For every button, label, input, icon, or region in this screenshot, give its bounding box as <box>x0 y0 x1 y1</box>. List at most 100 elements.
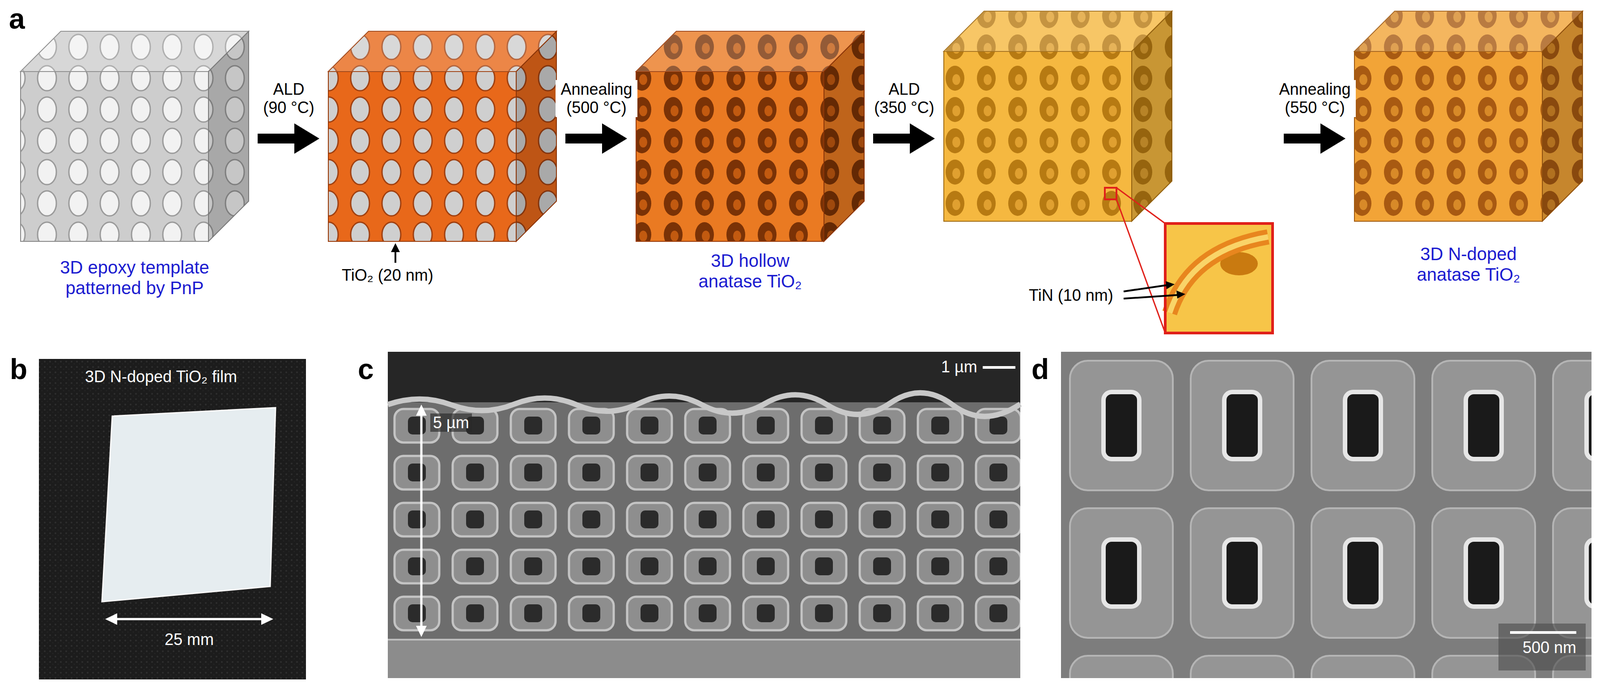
leader-line <box>394 250 397 264</box>
sem-ground <box>387 352 1021 679</box>
zoom-inset <box>1165 223 1273 334</box>
process-stage: TiO₂ (20 nm) <box>328 31 557 293</box>
sem-magnified <box>1061 352 1592 679</box>
sem-cross-section <box>387 352 1021 679</box>
arrowhead <box>909 123 935 154</box>
thickness-label-holder: 5 µm <box>430 413 472 433</box>
cube-face <box>1354 51 1543 222</box>
step-condition-holder: Annealing (500 °C) <box>555 80 638 118</box>
panel-letter: a <box>8 2 26 36</box>
leader-arrowhead <box>1165 281 1175 290</box>
n-doped-tio2-cube <box>1354 11 1583 222</box>
tio2-layer-band <box>1169 237 1269 314</box>
arrowhead <box>294 123 320 154</box>
tin-coated-cube <box>943 11 1172 222</box>
step-condition-holder: ALD (350 °C) <box>869 80 940 118</box>
process-stage: 3D N-doped anatase TiO₂ <box>1354 11 1583 293</box>
process-arrow <box>565 123 628 154</box>
scale-label: 1 µm <box>941 357 978 377</box>
inset-border <box>1165 223 1273 334</box>
dimension-line <box>114 618 265 621</box>
sem-interface <box>387 639 1021 641</box>
zoom-line <box>1116 199 1166 334</box>
cube-face <box>208 31 249 242</box>
cube-shade <box>823 31 865 242</box>
thickness-arrowhead <box>415 626 427 638</box>
leader-line <box>1123 295 1178 299</box>
scale-label-holder: 1 µm <box>941 357 978 377</box>
cube-face <box>636 71 824 242</box>
step-condition: Annealing (550 °C) <box>1273 80 1356 118</box>
scale-bar-patch <box>1498 623 1586 671</box>
panel-letter-holder: d <box>1031 353 1049 387</box>
arrow-shaft <box>1283 133 1324 144</box>
scale-label-holder: 500 nm <box>1522 638 1577 658</box>
cube-face <box>823 31 865 242</box>
step-condition-holder: ALD (90 °C) <box>258 80 320 118</box>
stage-label: 3D hollow anatase TiO₂ <box>696 250 805 292</box>
panel-letter-holder: c <box>357 353 374 387</box>
step-condition: ALD (90 °C) <box>258 80 320 118</box>
cube-face <box>1542 11 1583 222</box>
cube-face <box>20 71 209 242</box>
photo-ground <box>38 359 306 680</box>
scale-bar <box>1510 631 1577 635</box>
arrow-shaft <box>257 133 298 144</box>
stage-label-holder: 3D N-doped anatase TiO₂ <box>1414 243 1523 285</box>
film-photo <box>38 359 306 680</box>
process-arrow <box>1283 123 1346 154</box>
step-condition-holder: Annealing (550 °C) <box>1273 80 1356 118</box>
sem-substrate <box>387 639 1021 679</box>
process-stage: 3D epoxy template patterned by PnP <box>20 31 249 306</box>
scale-label: 500 nm <box>1522 638 1577 658</box>
arrowhead <box>1320 123 1346 154</box>
hollow-tio2-cube <box>636 31 865 242</box>
cube-face <box>1131 11 1172 222</box>
epoxy-template-cube <box>20 31 249 242</box>
sem-structure <box>387 402 1021 640</box>
sem-top-surface <box>387 393 1021 417</box>
cube-shade <box>1542 11 1583 222</box>
leader-arrowhead <box>1176 290 1186 299</box>
inset-ground <box>1165 223 1273 334</box>
zoom-marker <box>1104 187 1117 200</box>
cube-shade <box>1131 11 1172 222</box>
panel-letter-holder: a <box>8 2 26 36</box>
leader-arrowhead <box>390 243 400 253</box>
stage-label-holder: 3D hollow anatase TiO₂ <box>696 250 805 292</box>
stage-label: 3D N-doped anatase TiO₂ <box>1414 243 1523 285</box>
arrow-shaft <box>565 133 605 144</box>
dimension-arrowhead <box>105 613 118 626</box>
step-condition: Annealing (500 °C) <box>555 80 638 118</box>
stage-label-holder: TiN (10 nm) <box>1028 286 1114 305</box>
thickness-label: 5 µm <box>430 413 472 433</box>
coated-template-cube <box>328 31 557 242</box>
process-stage: 3D hollow anatase TiO₂ <box>636 31 865 299</box>
photo-caption: 3D N-doped TiO₂ film <box>84 367 238 387</box>
scale-bar <box>982 366 1016 370</box>
thickness-arrowhead <box>415 404 427 416</box>
stage-label-holder: 3D epoxy template patterned by PnP <box>57 257 212 299</box>
film-sample <box>101 407 276 603</box>
sem-structure <box>1061 352 1592 679</box>
process-arrow <box>873 123 935 154</box>
cube-face <box>328 71 517 242</box>
cube-shade <box>208 31 249 242</box>
leader-line <box>1123 285 1167 292</box>
dimension-label: 25 mm <box>164 630 214 650</box>
arrowhead <box>602 123 628 154</box>
dimension-label-holder: 25 mm <box>164 630 214 650</box>
tin-layer-band <box>1169 237 1269 314</box>
stage-label: TiN (10 nm) <box>1028 286 1114 305</box>
process-stage: TiN (10 nm) <box>943 11 1275 313</box>
thickness-line <box>420 413 423 629</box>
stage-label: 3D epoxy template patterned by PnP <box>57 257 212 299</box>
stage-label: TiO₂ (20 nm) <box>341 266 434 285</box>
cube-face <box>516 31 557 242</box>
step-condition: ALD (350 °C) <box>869 80 940 118</box>
stage-label-holder: TiO₂ (20 nm) <box>341 266 434 285</box>
panel-letter: b <box>9 353 28 387</box>
panel-letter-holder: b <box>9 353 28 387</box>
